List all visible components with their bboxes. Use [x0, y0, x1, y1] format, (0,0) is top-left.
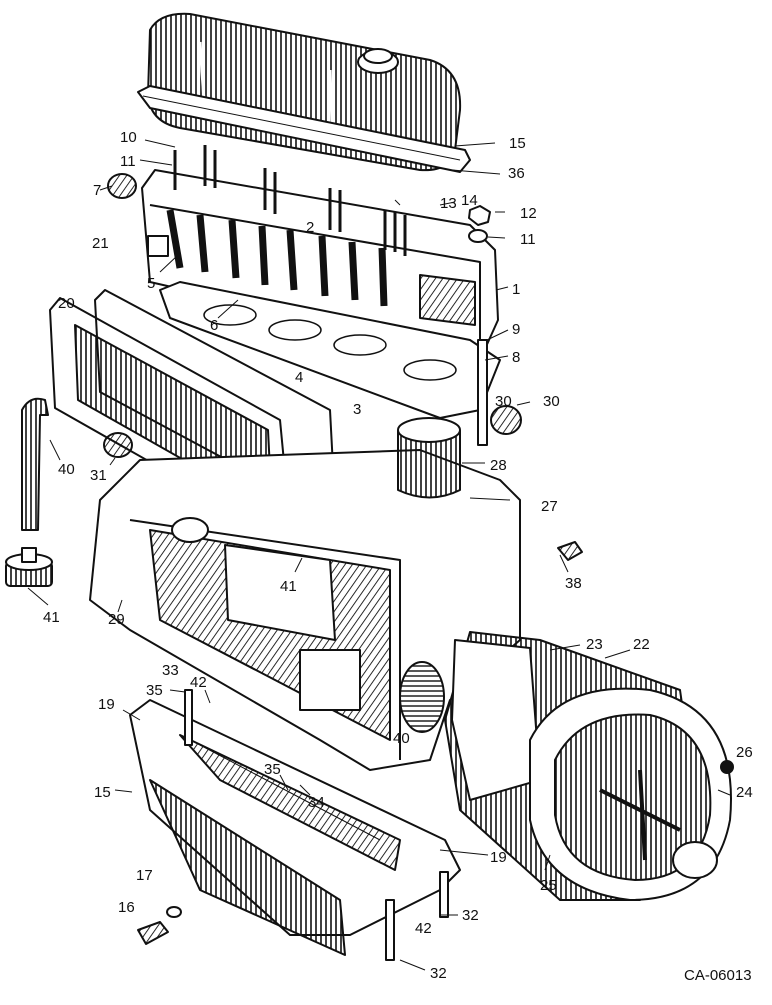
- core-plug-7: [107, 173, 137, 199]
- callout-7: 7: [93, 182, 102, 199]
- drain-plug-17: [137, 921, 169, 945]
- washer-11: [468, 229, 488, 243]
- timing-cover: [529, 687, 732, 901]
- callout-35a: 35: [146, 682, 163, 699]
- callout-18: 17: [136, 867, 153, 884]
- oil-pan: [129, 699, 461, 956]
- callout-39: 41: [43, 609, 60, 626]
- callout-27: 27: [541, 498, 558, 515]
- callout-8: 8: [512, 349, 521, 366]
- callout-23: 23: [586, 636, 603, 653]
- callout-24: 24: [736, 784, 753, 801]
- callout-11b: 11: [520, 231, 536, 248]
- callout-10: 10: [120, 129, 137, 146]
- cylinder-block: [89, 449, 521, 771]
- callout-19a: 19: [98, 696, 115, 713]
- callout-33: 33: [162, 662, 179, 679]
- callout-35b: 35: [264, 761, 281, 778]
- callout-22: 22: [633, 636, 650, 653]
- callout-28: 28: [490, 457, 507, 474]
- callout-41: 41: [280, 578, 297, 595]
- callout-20: 20: [58, 295, 75, 312]
- callout-29: 29: [108, 611, 125, 628]
- leader-lines: [27, 139, 731, 971]
- callout-3: 3: [353, 401, 362, 418]
- callout-16: 15: [94, 784, 111, 801]
- oil-filter-39: [5, 547, 53, 587]
- breather-tube: [21, 397, 49, 531]
- callout-11a: 11: [120, 153, 136, 170]
- callout-12: 12: [520, 205, 537, 222]
- callout-6: 6: [210, 317, 219, 334]
- head-studs: [173, 145, 407, 256]
- callout-42b: 42: [415, 920, 432, 937]
- callout-30a: 30: [495, 393, 512, 410]
- stud-9: [477, 339, 488, 446]
- drawing-code: CA-06013: [684, 967, 752, 984]
- callout-37: 38: [565, 575, 582, 592]
- callout-2: 2: [306, 219, 315, 236]
- callout-5: 5: [147, 275, 156, 292]
- callout-4: 4: [295, 369, 304, 386]
- cylinder-head: [141, 169, 499, 363]
- callout-13: 13: [440, 195, 457, 212]
- stud-32b: [439, 871, 449, 918]
- core-plug-31: [103, 432, 133, 458]
- head-gasket: [159, 281, 501, 419]
- callout-26: 26: [736, 744, 753, 761]
- callout-25: 25: [540, 877, 557, 894]
- drain-cock-37: [557, 541, 583, 561]
- callout-14: 14: [461, 192, 478, 209]
- stud-32a: [385, 899, 395, 961]
- callout-42a: 42: [190, 674, 207, 691]
- callout-30b: 30: [543, 393, 560, 410]
- callout-1: 1: [512, 281, 521, 298]
- callout-32a: 32: [462, 907, 479, 924]
- bolt-26: [720, 760, 734, 774]
- callout-15: 15: [509, 135, 526, 152]
- cylinder-liner: [397, 417, 461, 499]
- callout-32b: 32: [430, 965, 447, 982]
- callout-38: 40: [58, 461, 75, 478]
- callout-31: 31: [90, 467, 107, 484]
- callout-17: 16: [118, 899, 135, 916]
- callout-9: 9: [512, 321, 521, 338]
- nut-12: [468, 205, 491, 226]
- stud-33: [184, 689, 193, 746]
- callout-40: 40: [393, 730, 410, 747]
- callout-36: 36: [508, 165, 525, 182]
- core-plug-30: [490, 405, 522, 435]
- washer-18: [166, 906, 182, 918]
- callout-19b: 19: [490, 849, 507, 866]
- callout-34: 34: [308, 794, 325, 811]
- callout-21: 21: [92, 235, 109, 252]
